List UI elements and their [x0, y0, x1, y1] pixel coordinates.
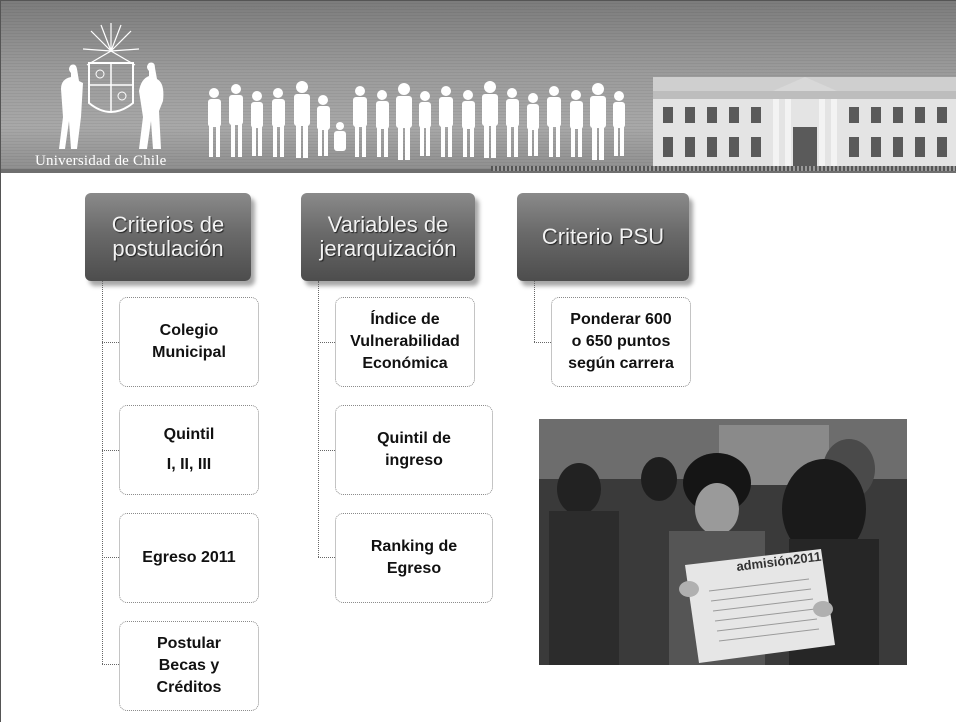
list-item: Índice de Vulnerabilidad Económica: [335, 297, 475, 387]
item-label: Postular Becas y Créditos: [156, 635, 222, 696]
category-criterio-psu: Criterio PSU: [517, 193, 689, 281]
list-item: Quintil de ingreso: [335, 405, 493, 495]
connector-line: [318, 342, 335, 343]
connector-line: [102, 664, 119, 665]
item-label: Ranking de Egreso: [370, 538, 458, 577]
connector-line: [534, 281, 535, 342]
list-item: Egreso 2011: [119, 513, 259, 603]
connector-line: [102, 342, 119, 343]
connector-line: [534, 342, 551, 343]
connector-line: [102, 557, 119, 558]
item-label: Quintil I, II, III: [163, 426, 215, 473]
item-label: Colegio Municipal: [152, 322, 226, 361]
list-item: Ponderar 600 o 650 puntos según carrera: [551, 297, 691, 387]
list-item: Ranking de Egreso: [335, 513, 493, 603]
connector-line: [318, 450, 335, 451]
header-banner: Universidad de Chile: [1, 1, 956, 169]
list-item: Postular Becas y Créditos: [119, 621, 259, 711]
category-title: Criterios de postulación: [111, 212, 225, 261]
students-reading-newspaper-photo: admisión2011: [539, 419, 907, 665]
item-label: Egreso 2011: [142, 549, 236, 566]
category-criterios-postulacion: Criterios de postulación: [85, 193, 251, 281]
university-logo: Universidad de Chile: [31, 21, 181, 169]
connector-line: [102, 450, 119, 451]
connector-line: [102, 281, 103, 664]
university-name: Universidad de Chile: [35, 153, 167, 169]
category-title: Criterio PSU: [541, 224, 665, 249]
item-label: Quintil de ingreso: [377, 430, 451, 469]
crowd-silhouettes-icon: [208, 81, 625, 160]
connector-line: [318, 281, 319, 557]
category-title: Variables de jerarquización: [319, 212, 457, 261]
university-crest-icon: [59, 23, 164, 149]
connector-line: [318, 557, 335, 558]
banner-divider-pattern: [491, 166, 956, 171]
item-label: Índice de Vulnerabilidad Económica: [350, 311, 460, 372]
list-item: Colegio Municipal: [119, 297, 259, 387]
banner-divider: [1, 169, 956, 173]
category-variables-jerarquizacion: Variables de jerarquización: [301, 193, 475, 281]
list-item: Quintil I, II, III: [119, 405, 259, 495]
university-building-image: [653, 77, 956, 169]
item-label: Ponderar 600 o 650 puntos según carrera: [568, 311, 674, 372]
